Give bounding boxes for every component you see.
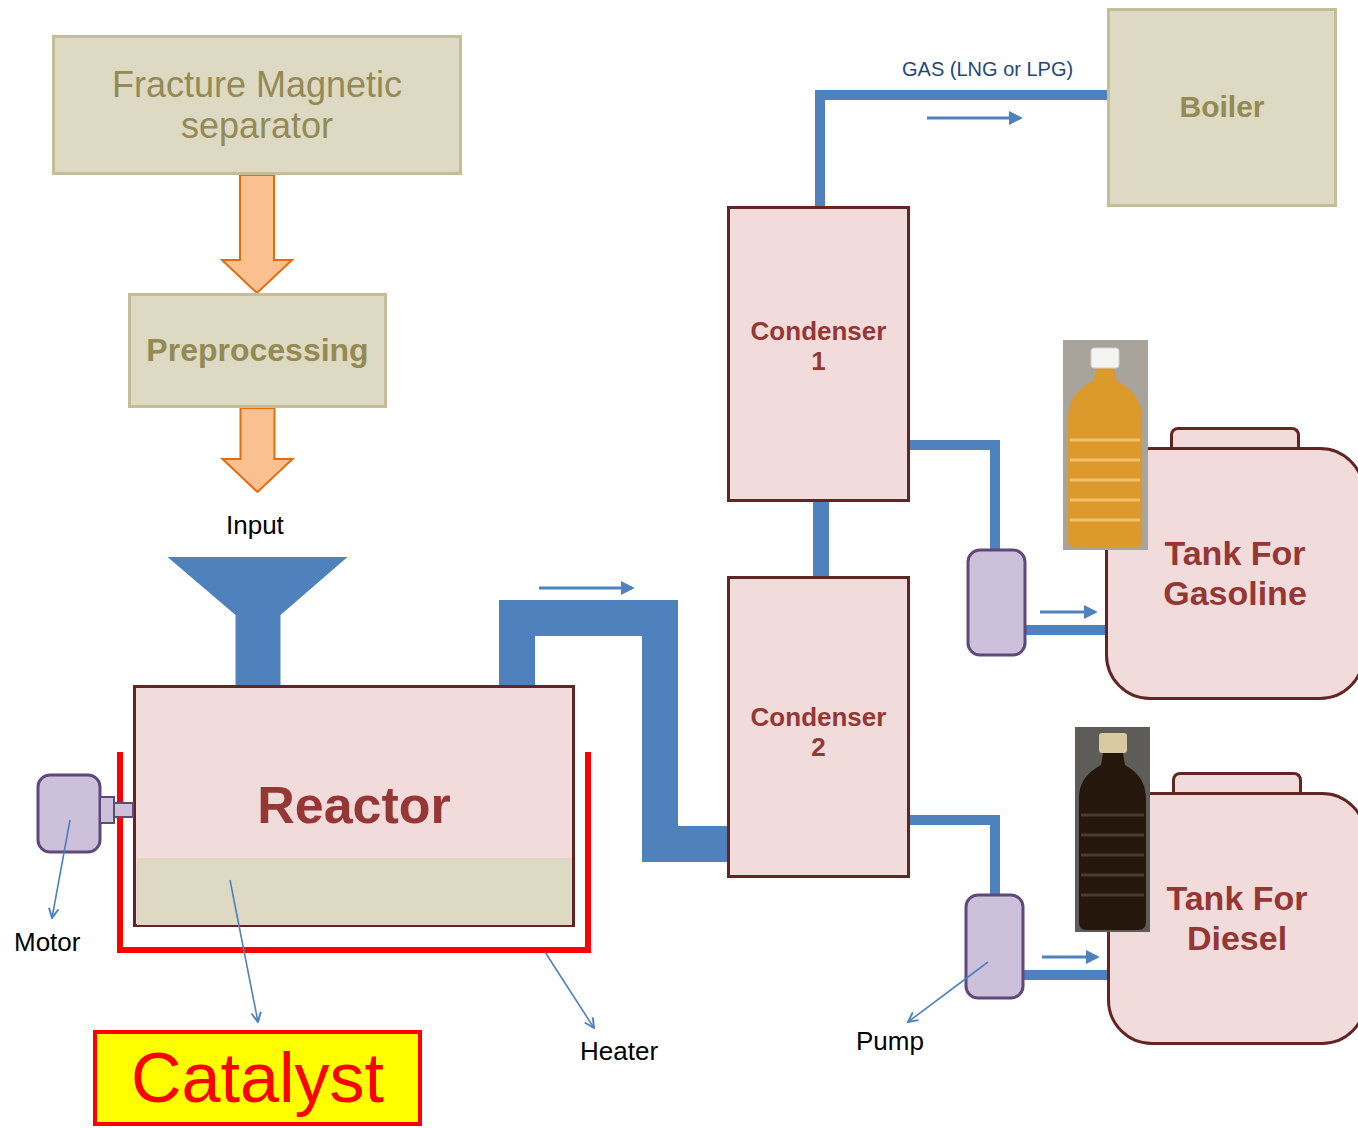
process-box: Preprocessing	[128, 293, 387, 408]
node-text: Preprocessing	[146, 332, 368, 369]
label-holder: Motor	[14, 927, 80, 958]
block-arrow	[222, 175, 292, 293]
leader-line	[230, 880, 258, 1022]
label-holder: Input	[226, 510, 284, 541]
node-text: Condenser 1	[744, 317, 894, 377]
flow-indicator	[539, 587, 632, 590]
heater-element	[120, 752, 588, 950]
label-holder: Pump	[856, 1026, 924, 1057]
flow-arrow	[168, 408, 348, 685]
part-label: Input	[226, 510, 284, 541]
pump-symbol	[966, 895, 1023, 998]
part-label: Pump	[856, 1026, 924, 1057]
bottle-ridges	[1081, 815, 1144, 895]
process-box: Fracture Magnetic separator	[52, 35, 462, 175]
node-text: Tank For Diesel	[1122, 879, 1352, 957]
motor-coupling	[114, 803, 133, 817]
catalyst-bed	[137, 858, 572, 925]
flow-arrow	[222, 175, 292, 293]
edge-label-holder: GAS (LNG or LPG)	[899, 58, 1076, 81]
leader-line	[545, 952, 594, 1028]
pump-symbol	[968, 550, 1025, 655]
condenser-box: Condenser 2	[727, 576, 910, 878]
node-text: Boiler	[1179, 90, 1264, 125]
label-holder: Heater	[580, 1036, 658, 1067]
motor-shaft	[100, 797, 114, 823]
pipe-connector	[821, 502, 822, 576]
node-text: Condenser 2	[744, 703, 894, 763]
leader-line	[52, 820, 70, 918]
catalyst-box: Catalyst	[93, 1030, 422, 1126]
pipe-connector	[820, 95, 1107, 206]
node-text: Tank For Gasoline	[1120, 534, 1350, 612]
gasoline-bottle	[1068, 368, 1142, 548]
boiler-box: Boiler	[1107, 8, 1337, 207]
node-text: Catalyst	[131, 1043, 384, 1113]
leader-line	[908, 962, 988, 1022]
photo-background	[1075, 727, 1150, 932]
node-text: Reactor	[257, 776, 451, 836]
bottle-cap	[1099, 733, 1127, 753]
part-label: Motor	[14, 927, 80, 958]
condenser-box: Condenser 1	[727, 206, 910, 502]
motor-symbol	[38, 775, 100, 852]
edge-label: GAS (LNG or LPG)	[899, 58, 1076, 81]
pipe	[813, 502, 829, 576]
node-text: Fracture Magnetic separator	[67, 64, 447, 147]
photo-background	[1063, 340, 1148, 550]
pipe	[820, 95, 1107, 206]
diesel-bottle	[1079, 753, 1146, 930]
block-arrow	[223, 408, 293, 492]
flow-indicator	[1042, 956, 1097, 959]
flow-indicator	[1040, 611, 1095, 614]
tank-lid	[1170, 427, 1300, 447]
flow-indicator	[927, 117, 1020, 120]
bottle-ridges	[1070, 440, 1140, 520]
tank-lid	[1172, 772, 1302, 792]
input-funnel	[168, 557, 348, 685]
part-label: Heater	[580, 1036, 658, 1067]
bottle-cap	[1091, 348, 1119, 368]
